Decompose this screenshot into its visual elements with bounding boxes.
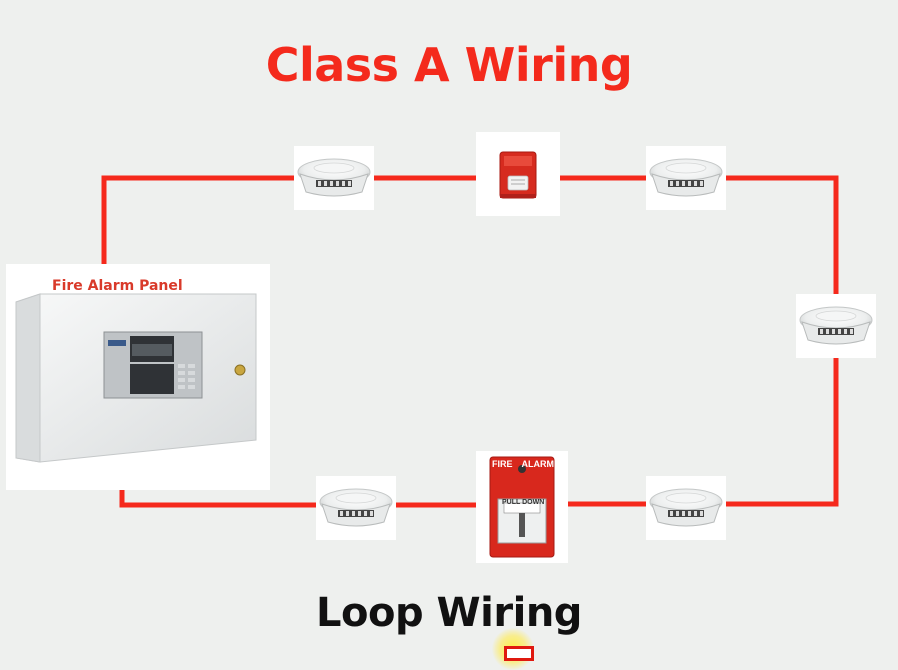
fire-alarm-panel-icon [6, 264, 270, 490]
diagram-title: Class A Wiring [265, 38, 633, 92]
pull-station-icon [476, 451, 568, 563]
pull-station-alarm-label: ALARM [521, 459, 555, 469]
smoke-detector-icon [315, 475, 397, 541]
cursor-marker [504, 646, 534, 661]
smoke-detector-icon [795, 293, 877, 359]
pull-station-action-label: PULL DOWN [502, 499, 545, 506]
smoke-detector-icon [645, 145, 727, 211]
panel-label: Fire Alarm Panel [52, 278, 183, 294]
smoke-detector-icon [645, 475, 727, 541]
smoke-detector-icon [293, 145, 375, 211]
strobe-horn-icon [476, 132, 560, 216]
pull-station-fire-label: FIRE [492, 459, 513, 469]
diagram-subtitle: Loop Wiring [316, 590, 582, 636]
